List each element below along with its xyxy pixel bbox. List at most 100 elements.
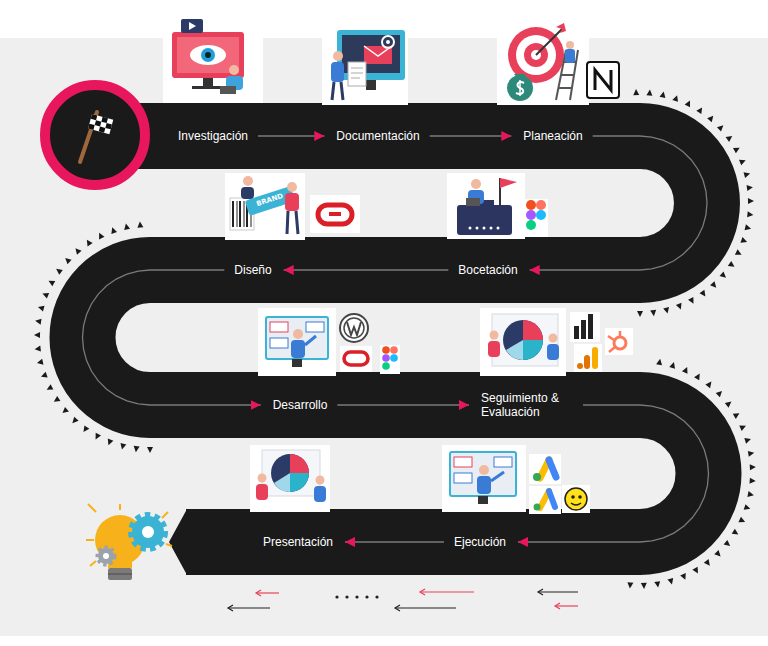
hubspot-logo	[614, 337, 626, 349]
trailing-arrows	[538, 591, 578, 592]
sketch-icon	[466, 198, 480, 206]
presentation-icon	[316, 476, 325, 485]
stage-label: Investigación	[174, 127, 252, 145]
ground-panel	[0, 38, 768, 636]
start-flag	[88, 124, 95, 130]
planning-icon	[497, 20, 589, 105]
stage-text: Investigación	[178, 129, 248, 143]
research-icon	[205, 52, 211, 58]
stage-text: Desarrollo	[273, 398, 328, 412]
trailing-arrows	[395, 607, 456, 608]
execution-icon	[442, 445, 526, 512]
documentation-icon	[332, 82, 334, 100]
dotted-triangle	[654, 581, 660, 587]
google-ads-logo	[534, 504, 541, 511]
figma-logo	[526, 220, 536, 230]
dotted-triangle	[735, 249, 742, 254]
research-icon	[220, 86, 236, 94]
dotted-triangle	[672, 95, 678, 102]
stage-label: Bocetación	[454, 261, 521, 279]
dotted-triangle	[696, 107, 702, 114]
design-icon	[287, 182, 297, 192]
dotted-triangle	[49, 281, 56, 287]
idea-lightbulb	[88, 504, 96, 512]
google-analytics-logo	[577, 363, 583, 369]
dotted-triangle	[705, 382, 711, 389]
figma-logo	[382, 362, 390, 370]
dotted-triangle	[680, 573, 686, 580]
development-icon	[293, 329, 303, 339]
notion-logo	[587, 62, 619, 98]
notion-logo	[587, 62, 619, 98]
power-bi-logo	[574, 326, 579, 339]
google-ads-logo	[549, 491, 555, 507]
start-flag	[99, 127, 106, 133]
planning-icon	[514, 74, 526, 79]
flow-connector	[337, 404, 469, 405]
start-flag	[80, 112, 97, 162]
dotted-triangle	[99, 233, 104, 240]
design-icon	[239, 201, 241, 227]
dotted-triangle	[54, 396, 61, 402]
execution-icon	[491, 472, 504, 481]
research-icon	[163, 18, 263, 103]
design-icon	[241, 187, 254, 199]
google-ads-logo	[529, 486, 561, 514]
flow-connector	[430, 135, 512, 136]
documentation-icon	[351, 73, 363, 74]
hubspot-logo	[609, 347, 615, 352]
figma-logo	[526, 200, 536, 210]
idea-lightbulb	[108, 568, 132, 580]
stage-label: Ejecución	[450, 533, 510, 551]
mailchimp-logo	[571, 495, 575, 499]
sketch-icon	[497, 227, 500, 230]
figma-logo	[382, 346, 390, 354]
dotted-triangle	[728, 261, 735, 267]
dotted-triangle	[726, 136, 733, 142]
wordpress-logo	[340, 314, 368, 342]
research-icon	[163, 18, 263, 103]
stage-text: Planeación	[523, 129, 582, 143]
development-icon	[292, 359, 302, 367]
hubspot-logo	[605, 328, 633, 355]
start-flag	[101, 117, 108, 123]
trailing-arrows	[420, 591, 474, 592]
dotted-triangle	[96, 433, 101, 440]
execution-icon	[479, 465, 489, 475]
dotted-triangle	[663, 307, 669, 314]
dotted-triangle	[120, 443, 126, 450]
trailing-arrows	[228, 605, 233, 611]
dotted-triangle	[717, 125, 723, 131]
figma-logo	[536, 210, 546, 220]
trailing-arrows	[256, 592, 279, 593]
idea-lightbulb	[98, 548, 114, 564]
dotted-triangle	[733, 413, 740, 419]
dotted-triangle	[633, 89, 639, 95]
analytics-icon	[480, 308, 566, 376]
dotted-triangle	[744, 504, 751, 510]
dotted-triangle	[733, 148, 740, 154]
dotted-triangle	[124, 224, 130, 230]
design-icon	[243, 176, 253, 186]
sketch-icon	[471, 179, 481, 189]
documentation-icon	[351, 68, 363, 69]
documentation-icon	[351, 78, 360, 79]
dotted-triangle	[744, 438, 751, 444]
trailing-arrows	[395, 605, 400, 611]
adobe-cc-logo	[344, 352, 368, 365]
analytics-icon	[547, 344, 559, 360]
ellipsis-dots	[335, 595, 338, 598]
stage-label: Desarrollo	[269, 396, 332, 414]
dotted-triangle	[627, 582, 633, 588]
flow-connector	[530, 136, 707, 270]
sketch-icon	[476, 227, 479, 230]
mailchimp-logo	[562, 485, 590, 513]
idea-lightbulb	[142, 526, 154, 538]
stage-text: Presentación	[263, 535, 333, 549]
start-flag	[91, 114, 98, 120]
sketch-icon	[447, 173, 525, 239]
analytics-icon	[523, 340, 543, 360]
development-icon	[258, 308, 336, 376]
sketch-icon	[469, 227, 472, 230]
